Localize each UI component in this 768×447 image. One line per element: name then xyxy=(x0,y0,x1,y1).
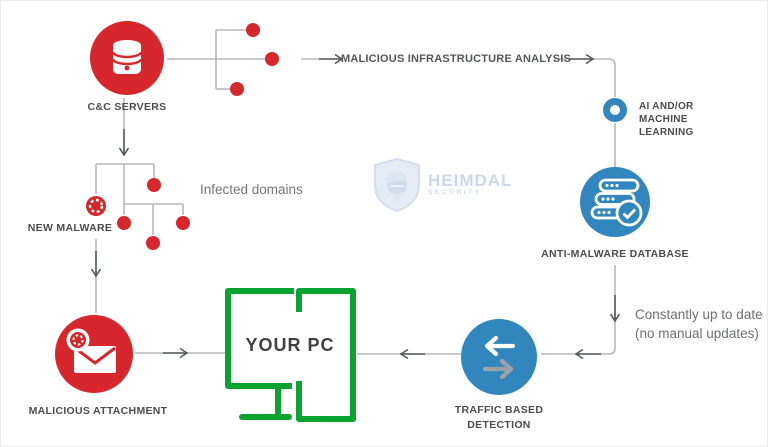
up-to-date-note-line2: (no manual updates) xyxy=(635,326,759,341)
heimdal-shield-icon xyxy=(374,157,420,213)
ai-ml-line2: MACHINE xyxy=(639,114,688,125)
ai-ml-label: AI AND/OR MACHINE LEARNING xyxy=(639,100,694,139)
ai-ml-line3: LEARNING xyxy=(639,127,694,138)
traffic-label-line1: TRAFFIC BASED xyxy=(454,404,544,416)
server-check-icon xyxy=(590,178,643,227)
infected-domains-label: Infected domains xyxy=(200,182,303,197)
computer-outline-icon xyxy=(225,288,356,422)
anti-malware-database-label: ANTI-MALWARE DATABASE xyxy=(541,248,689,260)
new-malware-node xyxy=(85,195,107,217)
arrow-database-to-traffic xyxy=(541,265,621,360)
malicious-attachment-node xyxy=(55,315,133,393)
infected-domain-dots xyxy=(117,178,190,250)
email-malware-icon xyxy=(66,328,116,373)
database-icon xyxy=(111,40,143,74)
watermark-subtitle: SECURITY xyxy=(428,189,482,196)
arrow-analysis-to-database xyxy=(554,53,616,167)
new-malware-label: NEW MALWARE xyxy=(27,222,113,234)
cc-servers-node xyxy=(90,21,164,95)
anti-malware-database-node xyxy=(580,167,650,237)
malicious-attachment-label: MALICIOUS ATTACHMENT xyxy=(28,405,168,417)
infected-host-dot xyxy=(230,82,244,96)
ring-icon xyxy=(603,98,627,122)
infected-domain-dot xyxy=(147,178,161,192)
infected-host-dot xyxy=(246,23,260,37)
cc-branch-tree xyxy=(167,29,265,90)
traffic-detection-label: TRAFFIC BASED DETECTION xyxy=(455,403,543,433)
cc-servers-label: C&C SERVERS xyxy=(87,101,167,113)
arrow-malware-to-attachment xyxy=(90,239,102,313)
arrow-cc-to-domains xyxy=(118,98,130,157)
infected-host-dot xyxy=(265,52,279,66)
heimdal-watermark: HEIMDAL SECURITY xyxy=(372,157,512,213)
infected-domain-dot xyxy=(176,216,190,230)
malware-gear-icon xyxy=(86,196,106,216)
cc-branch-dots xyxy=(230,23,279,96)
ai-ml-line1: AI AND/OR xyxy=(639,101,694,112)
watermark-brand: HEIMDAL xyxy=(428,171,513,190)
traffic-label-line2: DETECTION xyxy=(467,419,531,431)
infrastructure-analysis-label: MALICIOUS INFRASTRUCTURE ANALYSIS xyxy=(340,53,572,65)
arrow-to-analysis xyxy=(301,53,344,65)
your-pc-label: YOUR PC xyxy=(245,335,335,355)
infected-domains-tree xyxy=(95,163,184,235)
traffic-detection-node xyxy=(461,319,537,395)
traffic-arrows-icon xyxy=(482,335,516,380)
infected-domain-dot xyxy=(146,236,160,250)
arrow-attachment-to-pc xyxy=(135,347,225,359)
up-to-date-note-line1: Constantly up to date xyxy=(635,307,763,322)
arrow-traffic-to-pc xyxy=(357,348,462,360)
infected-domain-dot xyxy=(117,216,131,230)
